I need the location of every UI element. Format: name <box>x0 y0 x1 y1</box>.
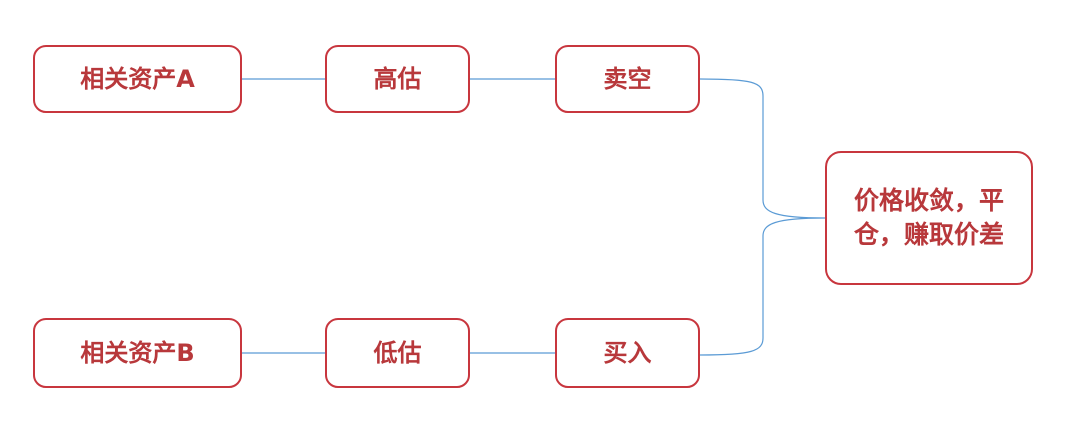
undervalued-label: 低估 <box>373 338 422 367</box>
short-sell-label: 卖空 <box>603 64 652 93</box>
buy-label: 买入 <box>603 338 652 367</box>
asset-b-box: 相关资产B <box>33 318 242 388</box>
asset-b-label: 相关资产B <box>80 338 195 367</box>
outcome-line-1: 价格收敛，平 <box>853 186 1004 216</box>
undervalued-box: 低估 <box>325 318 470 388</box>
outcome-box: 价格收敛，平 仓，赚取价差 <box>825 151 1033 285</box>
asset-a-label: 相关资产A <box>80 64 195 93</box>
overvalued-label: 高估 <box>373 64 422 93</box>
outcome-line-2: 仓，赚取价差 <box>853 220 1004 249</box>
short-sell-box: 卖空 <box>555 45 700 113</box>
overvalued-box: 高估 <box>325 45 470 113</box>
buy-box: 买入 <box>555 318 700 388</box>
bracket-connector <box>699 78 826 356</box>
asset-a-box: 相关资产A <box>33 45 242 113</box>
outcome-text: 价格收敛，平 仓，赚取价差 <box>854 184 1004 252</box>
